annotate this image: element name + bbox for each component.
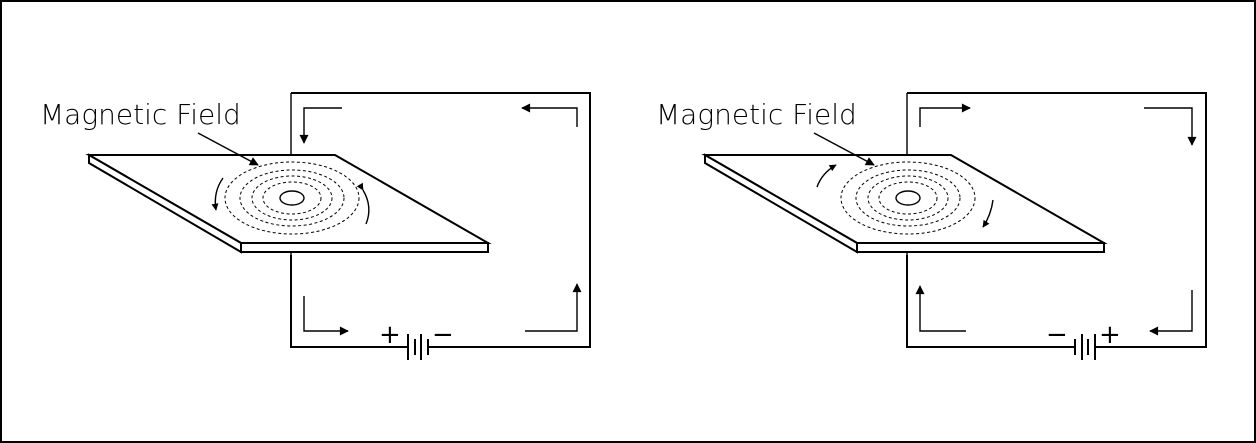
- magnetic-field-circles-left: [224, 161, 360, 235]
- battery-left-plus-sign: +: [379, 320, 401, 350]
- plate-left: [85, 153, 492, 254]
- diagram-left: Magnetic Field + −: [40, 92, 591, 368]
- magnetic-field-circles-right: [840, 161, 976, 235]
- battery-left-minus-sign: −: [432, 320, 454, 350]
- current-arrow-left-top-left: [299, 107, 342, 144]
- current-arrow-left-bottom-left: [303, 296, 349, 336]
- diagram-right: Magnetic Field − +: [656, 92, 1207, 368]
- circuit-wire-left: [290, 92, 591, 348]
- current-arrow-right-bottom-left: [915, 285, 966, 332]
- magnetic-field-label: Magnetic Field: [40, 98, 241, 131]
- battery-right-plus-sign: +: [1099, 320, 1121, 350]
- magnetic-field-label-right: Magnetic Field: [656, 98, 857, 131]
- circuit-wire-right: [906, 92, 1207, 348]
- battery-left: [391, 328, 446, 368]
- battery-right: [1058, 328, 1113, 368]
- field-arrow-right-a: [816, 164, 837, 188]
- field-arrow-left-a: [211, 177, 224, 211]
- current-arrow-right-bottom-right: [1149, 290, 1193, 336]
- current-arrow-left-top-right: [521, 103, 578, 127]
- current-arrow-right-top-right: [1144, 107, 1197, 146]
- current-arrow-left-bottom-right: [525, 283, 582, 332]
- field-arrow-right-b: [982, 199, 994, 228]
- field-arrow-left-b: [356, 182, 370, 225]
- plate-right: [701, 153, 1108, 254]
- label-pointer-right: [813, 132, 875, 166]
- battery-right-minus-sign: −: [1046, 320, 1068, 350]
- current-arrow-right-top-left: [919, 103, 971, 127]
- label-pointer-left: [197, 132, 259, 166]
